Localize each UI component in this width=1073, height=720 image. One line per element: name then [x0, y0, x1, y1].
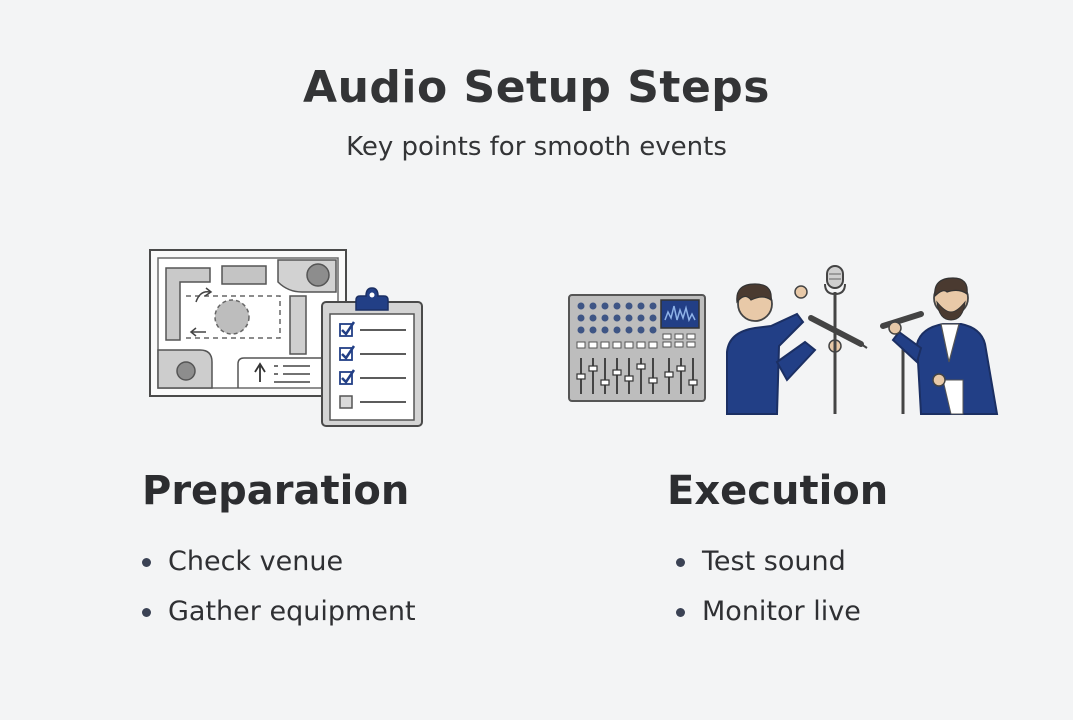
sound-technician-icon [726, 283, 842, 415]
venue-plan-clipboard-icon [149, 249, 423, 427]
execution-list: Test sound Monitor live [674, 537, 861, 637]
checklist-clipboard-icon [321, 287, 423, 427]
preparation-list: Check venue Gather equipment [140, 537, 416, 637]
floor-plan-icon [149, 249, 347, 397]
list-item: Monitor live [674, 587, 861, 637]
sound-test-performers-icon [568, 265, 999, 415]
preparation-heading: Preparation [142, 468, 410, 514]
microphone-stand-icon [808, 265, 868, 414]
singer-icon [880, 277, 999, 415]
execution-heading: Execution [667, 468, 889, 514]
list-item: Test sound [674, 537, 861, 587]
list-item: Gather equipment [140, 587, 416, 637]
page-title: Audio Setup Steps [303, 62, 770, 113]
mixing-console-icon [568, 294, 706, 402]
list-item: Check venue [140, 537, 416, 587]
page-subtitle: Key points for smooth events [346, 132, 727, 162]
